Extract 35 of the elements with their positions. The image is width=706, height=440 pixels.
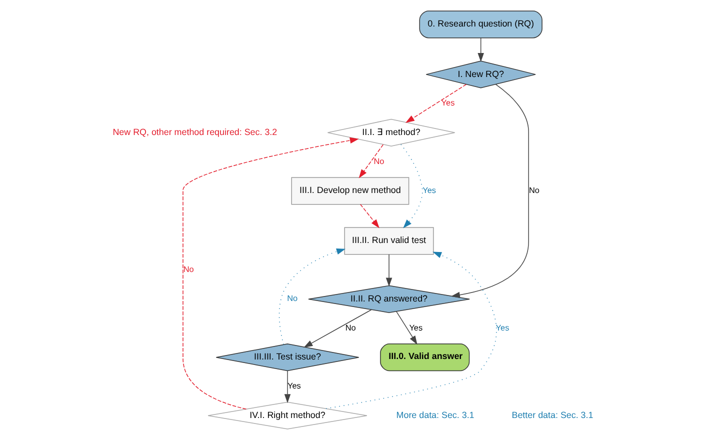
arrow	[284, 370, 291, 404]
edge-label: No	[345, 323, 356, 332]
label: Better data: Sec. 3.1	[512, 410, 594, 420]
edge-label: Yes	[409, 323, 423, 332]
node-box: 0. Research question (RQ)	[419, 10, 542, 38]
arrow	[182, 137, 359, 410]
arrow	[400, 144, 423, 228]
arrow	[405, 84, 467, 123]
node-diamond: III.III. Test issue?	[216, 344, 360, 372]
arrow	[478, 38, 484, 62]
node-diamond: II.I. ∃ method?	[327, 118, 456, 146]
arrow	[360, 204, 380, 228]
node-box: III.II. Run valid test	[344, 227, 434, 255]
node-box: III.0. Valid answer	[380, 344, 470, 372]
edge-label: Yes	[422, 186, 436, 195]
arrow	[358, 144, 384, 178]
arrow	[396, 310, 418, 345]
edge-label: Yes	[496, 323, 510, 332]
arrow	[386, 254, 392, 287]
edge-label: No	[528, 186, 540, 195]
node-box: III.I. Develop new method	[291, 177, 410, 205]
edge-label: No	[374, 156, 384, 166]
arrow	[450, 84, 529, 298]
arrow	[304, 309, 372, 348]
arrow	[278, 248, 346, 345]
edge-label: No	[183, 265, 194, 274]
label: More data: Sec. 3.1	[396, 410, 474, 420]
node-diamond: I. New RQ?	[426, 60, 536, 88]
edge-label: Yes	[288, 382, 301, 391]
node-diamond: II.II. RQ answered?	[308, 285, 470, 313]
label: New RQ, other method required: Sec. 3.2	[112, 126, 278, 137]
edge-label: Yes	[441, 98, 455, 108]
edge-label: No	[287, 294, 298, 304]
node-diamond: IV.I. Right method?	[208, 402, 368, 430]
arrow	[326, 252, 497, 410]
